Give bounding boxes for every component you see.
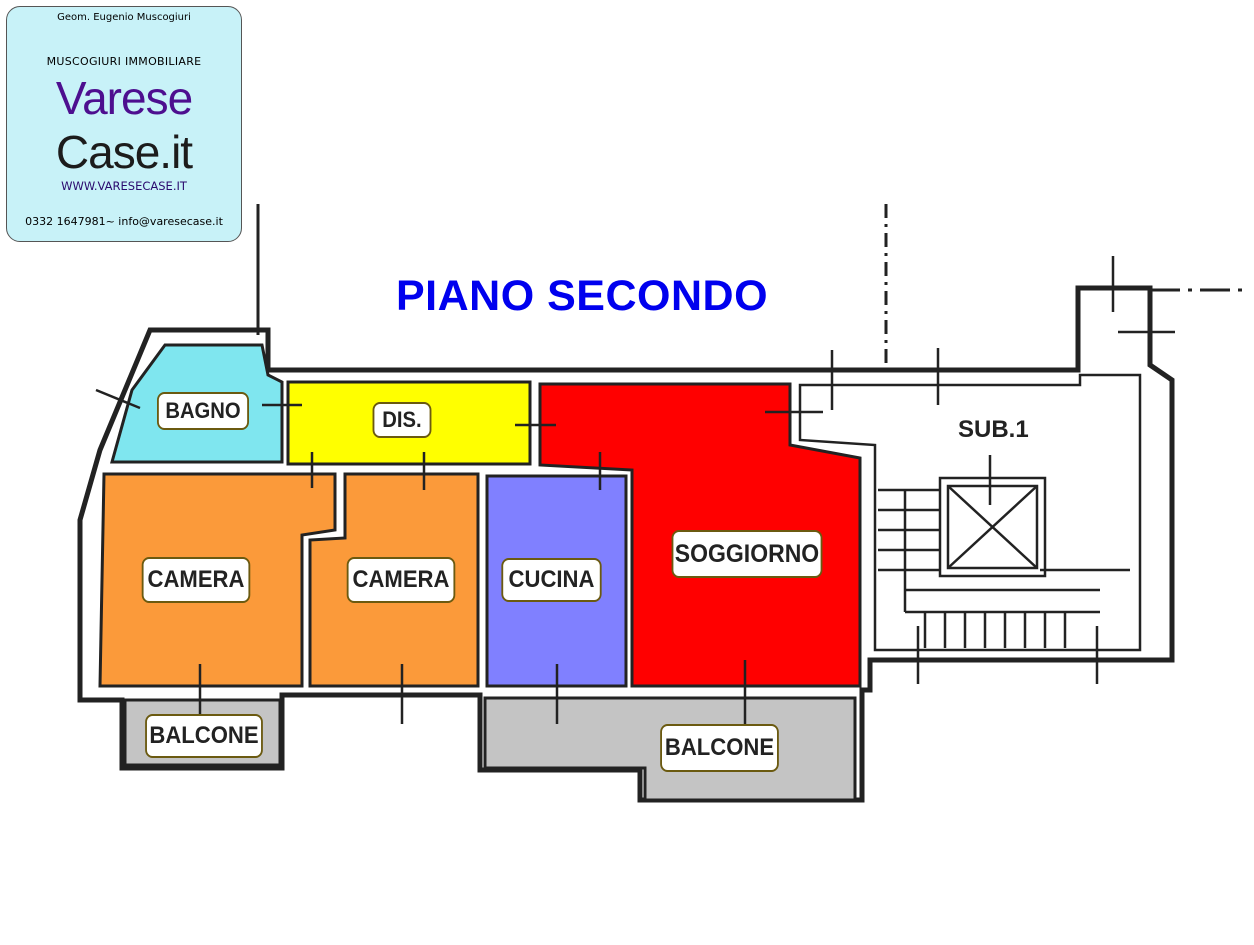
room-label-dis: DIS.: [372, 402, 432, 438]
room-label-bagno: BAGNO: [157, 392, 249, 430]
agency-brand-line2: Case.it: [55, 126, 193, 178]
room-label-balcone-1: BALCONE: [145, 714, 263, 758]
room-label-balcone-2: BALCONE: [660, 724, 779, 772]
section-marks: [95, 256, 1175, 724]
room-label-camera-2: CAMERA: [346, 557, 456, 603]
agency-contact: 0332 1647981~ info@varesecase.it: [25, 215, 223, 228]
room-label-sub: SUB.1: [958, 416, 1029, 443]
building-outline: [77, 285, 1175, 803]
agency-name: MUSCOGIURI IMMOBILIARE: [46, 55, 202, 68]
room-label-soggiorno: SOGGIORNO: [671, 530, 823, 578]
agency-website: WWW.VARESECASE.IT: [61, 179, 187, 193]
room-label-camera-1: CAMERA: [141, 557, 251, 603]
agency-card: Geom. Eugenio Muscogiuri MUSCOGIURI IMMO…: [6, 6, 242, 242]
agency-geom: Geom. Eugenio Muscogiuri: [57, 12, 191, 23]
room-label-cucina: CUCINA: [501, 558, 602, 602]
stairwell: [798, 373, 1142, 652]
plan-title: PIANO SECONDO: [396, 272, 769, 320]
agency-brand-line1: Varese: [55, 72, 193, 124]
